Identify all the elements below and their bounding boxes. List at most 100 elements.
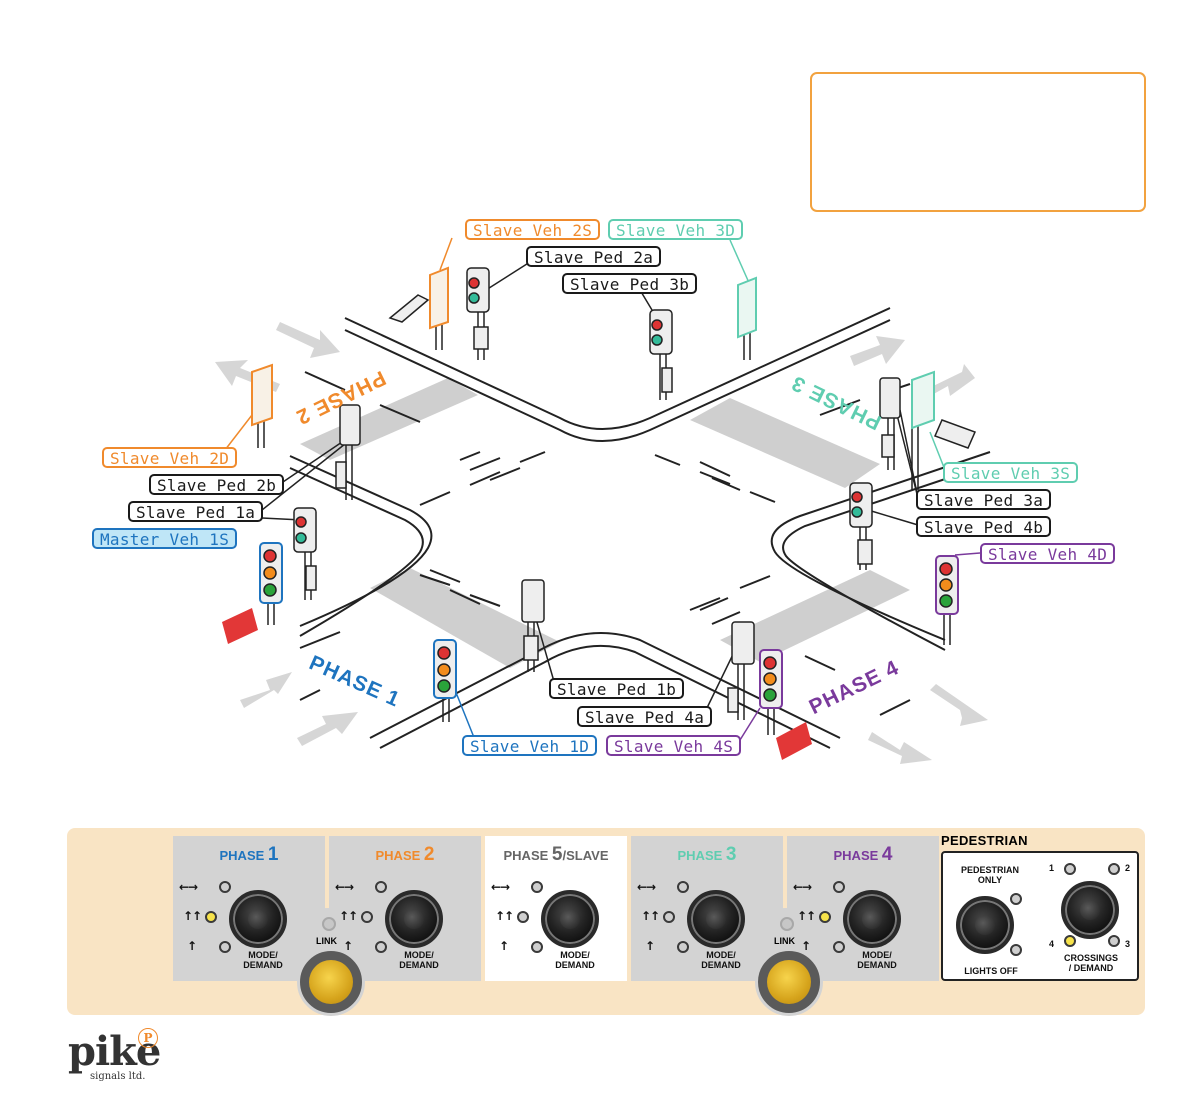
link-button-2[interactable] (755, 948, 823, 1016)
slave-ped-2b-signal (335, 404, 361, 500)
double-up-arrow-icon: ↑↑ (339, 909, 358, 923)
junction-diagram (215, 237, 991, 764)
single-up-arrow-icon: ↑ (499, 939, 509, 953)
phase3-mode-knob[interactable] (687, 890, 745, 948)
two-way-arrow-icon: ←→ (491, 880, 510, 894)
lights-off-led (1010, 944, 1022, 956)
phase5-led-bot (531, 941, 543, 953)
slave-veh-1d-signal (433, 639, 457, 722)
pedestrian-mode-knob[interactable] (956, 896, 1014, 954)
phase5-led-mid (517, 911, 529, 923)
crossing-1-led (1064, 863, 1076, 875)
phase1-mode-label: MODE/DEMAND (243, 950, 283, 970)
crossing-1-number: 1 (1049, 863, 1055, 873)
two-way-arrow-icon: ←→ (335, 880, 354, 894)
lights-off-label: LIGHTS OFF (964, 966, 1018, 976)
link-led-1 (322, 917, 336, 931)
slave-veh-3d-signal (737, 276, 757, 360)
crossing-2-led (1108, 863, 1120, 875)
red-sign-left (222, 608, 258, 644)
master-veh-1s-signal (259, 542, 283, 625)
callout-slave-ped-4a: Slave Ped 4a (577, 706, 713, 727)
crossing-4-led (1064, 935, 1076, 947)
phase3-led-top (677, 881, 689, 893)
two-way-arrow-icon: ←→ (637, 880, 656, 894)
callout-master-veh-1s: Master Veh 1S (92, 528, 238, 549)
slave-veh-4d-signal (935, 555, 959, 645)
crossing-2-number: 2 (1125, 863, 1131, 873)
info-box (810, 72, 1146, 212)
phase2-led-bot (375, 941, 387, 953)
single-up-arrow-icon: ↑ (343, 939, 353, 953)
phase3-mode-label: MODE/DEMAND (701, 950, 741, 970)
callout-slave-ped-4b: Slave Ped 4b (916, 516, 1052, 537)
single-up-arrow-icon: ↑ (187, 939, 197, 953)
two-way-arrow-icon: ←→ (793, 880, 812, 894)
pedestrian-crossings (300, 378, 910, 668)
crossings-demand-label: CROSSINGS/ DEMAND (1063, 953, 1118, 973)
callout-slave-veh-4d: Slave Veh 4D (980, 543, 1116, 564)
slave-ped-1b-signal (521, 579, 545, 672)
phase3-title: PHASE 3 (677, 844, 737, 865)
phase5-led-top (531, 881, 543, 893)
callout-slave-veh-3s: Slave Veh 3S (943, 462, 1079, 483)
crossing-4-number: 4 (1049, 939, 1055, 949)
phase2-mode-label: MODE/DEMAND (399, 950, 439, 970)
crossings-demand-knob[interactable] (1061, 881, 1119, 939)
callout-slave-veh-3d: Slave Veh 3D (608, 219, 744, 240)
phase2-mode-knob[interactable] (385, 890, 443, 948)
double-up-arrow-icon: ↑↑ (797, 909, 816, 923)
phase4-led-mid (819, 911, 831, 923)
phase1-mode-knob[interactable] (229, 890, 287, 948)
slave-ped-4b-signal (849, 482, 873, 570)
slave-ped-2a-signal (466, 267, 490, 360)
callout-slave-ped-2b: Slave Ped 2b (149, 474, 285, 495)
phase2-led-top (375, 881, 387, 893)
phase2-led-mid (361, 911, 373, 923)
phase4-mode-label: MODE/DEMAND (857, 950, 897, 970)
link-label-1: LINK (316, 936, 337, 946)
callout-slave-veh-1d: Slave Veh 1D (462, 735, 598, 756)
slave-veh-2s-signal (429, 266, 449, 350)
phase4-led-top (833, 881, 845, 893)
link-led-2 (780, 917, 794, 931)
phase1-led-top (219, 881, 231, 893)
phase1-title: PHASE 1 (219, 844, 279, 865)
callout-slave-ped-3b: Slave Ped 3b (562, 273, 698, 294)
road-text-markings (429, 451, 741, 625)
phase1-led-mid (205, 911, 217, 923)
group-phase3: PHASE 3←→↑↑↑MODE/DEMAND (631, 836, 783, 981)
double-up-arrow-icon: ↑↑ (495, 909, 514, 923)
phase4-title: PHASE 4 (833, 844, 893, 865)
phase4-mode-knob[interactable] (843, 890, 901, 948)
phase5-mode-knob[interactable] (541, 890, 599, 948)
slave-ped-3b-signal (649, 309, 673, 400)
phase5-mode-label: MODE/DEMAND (555, 950, 595, 970)
single-up-arrow-icon: ↑ (645, 939, 655, 953)
callout-slave-veh-2d: Slave Veh 2D (102, 447, 238, 468)
phase2-title: PHASE 2 (375, 844, 435, 865)
callout-slave-ped-2a: Slave Ped 2a (526, 246, 662, 267)
crossing-3-number: 3 (1125, 939, 1131, 949)
phase5-title: PHASE 5/SLAVE (503, 844, 609, 865)
link-button-1[interactable] (297, 948, 365, 1016)
callout-slave-ped-1b: Slave Ped 1b (549, 678, 685, 699)
slave-veh-4s-signal (759, 649, 783, 735)
double-up-arrow-icon: ↑↑ (183, 909, 202, 923)
group-phase2: PHASE 2←→↑↑↑MODE/DEMAND (329, 836, 481, 981)
single-up-arrow-icon: ↑ (801, 939, 811, 953)
two-way-arrow-icon: ←→ (179, 880, 198, 894)
group-phase1: PHASE 1←→↑↑↑MODE/DEMAND (173, 836, 325, 981)
slave-ped-4a-signal (727, 621, 755, 720)
callout-slave-ped-1a: Slave Ped 1a (128, 501, 264, 522)
logo-subtitle: signals ltd. (90, 1071, 146, 1082)
phase3-led-mid (663, 911, 675, 923)
callout-slave-veh-2s: Slave Veh 2S (465, 219, 601, 240)
crossing-3-led (1108, 935, 1120, 947)
red-sign-right (776, 722, 812, 760)
lane-markings (299, 371, 911, 716)
slave-veh-3s-signal (911, 370, 977, 490)
phase4-led-bot (833, 941, 845, 953)
